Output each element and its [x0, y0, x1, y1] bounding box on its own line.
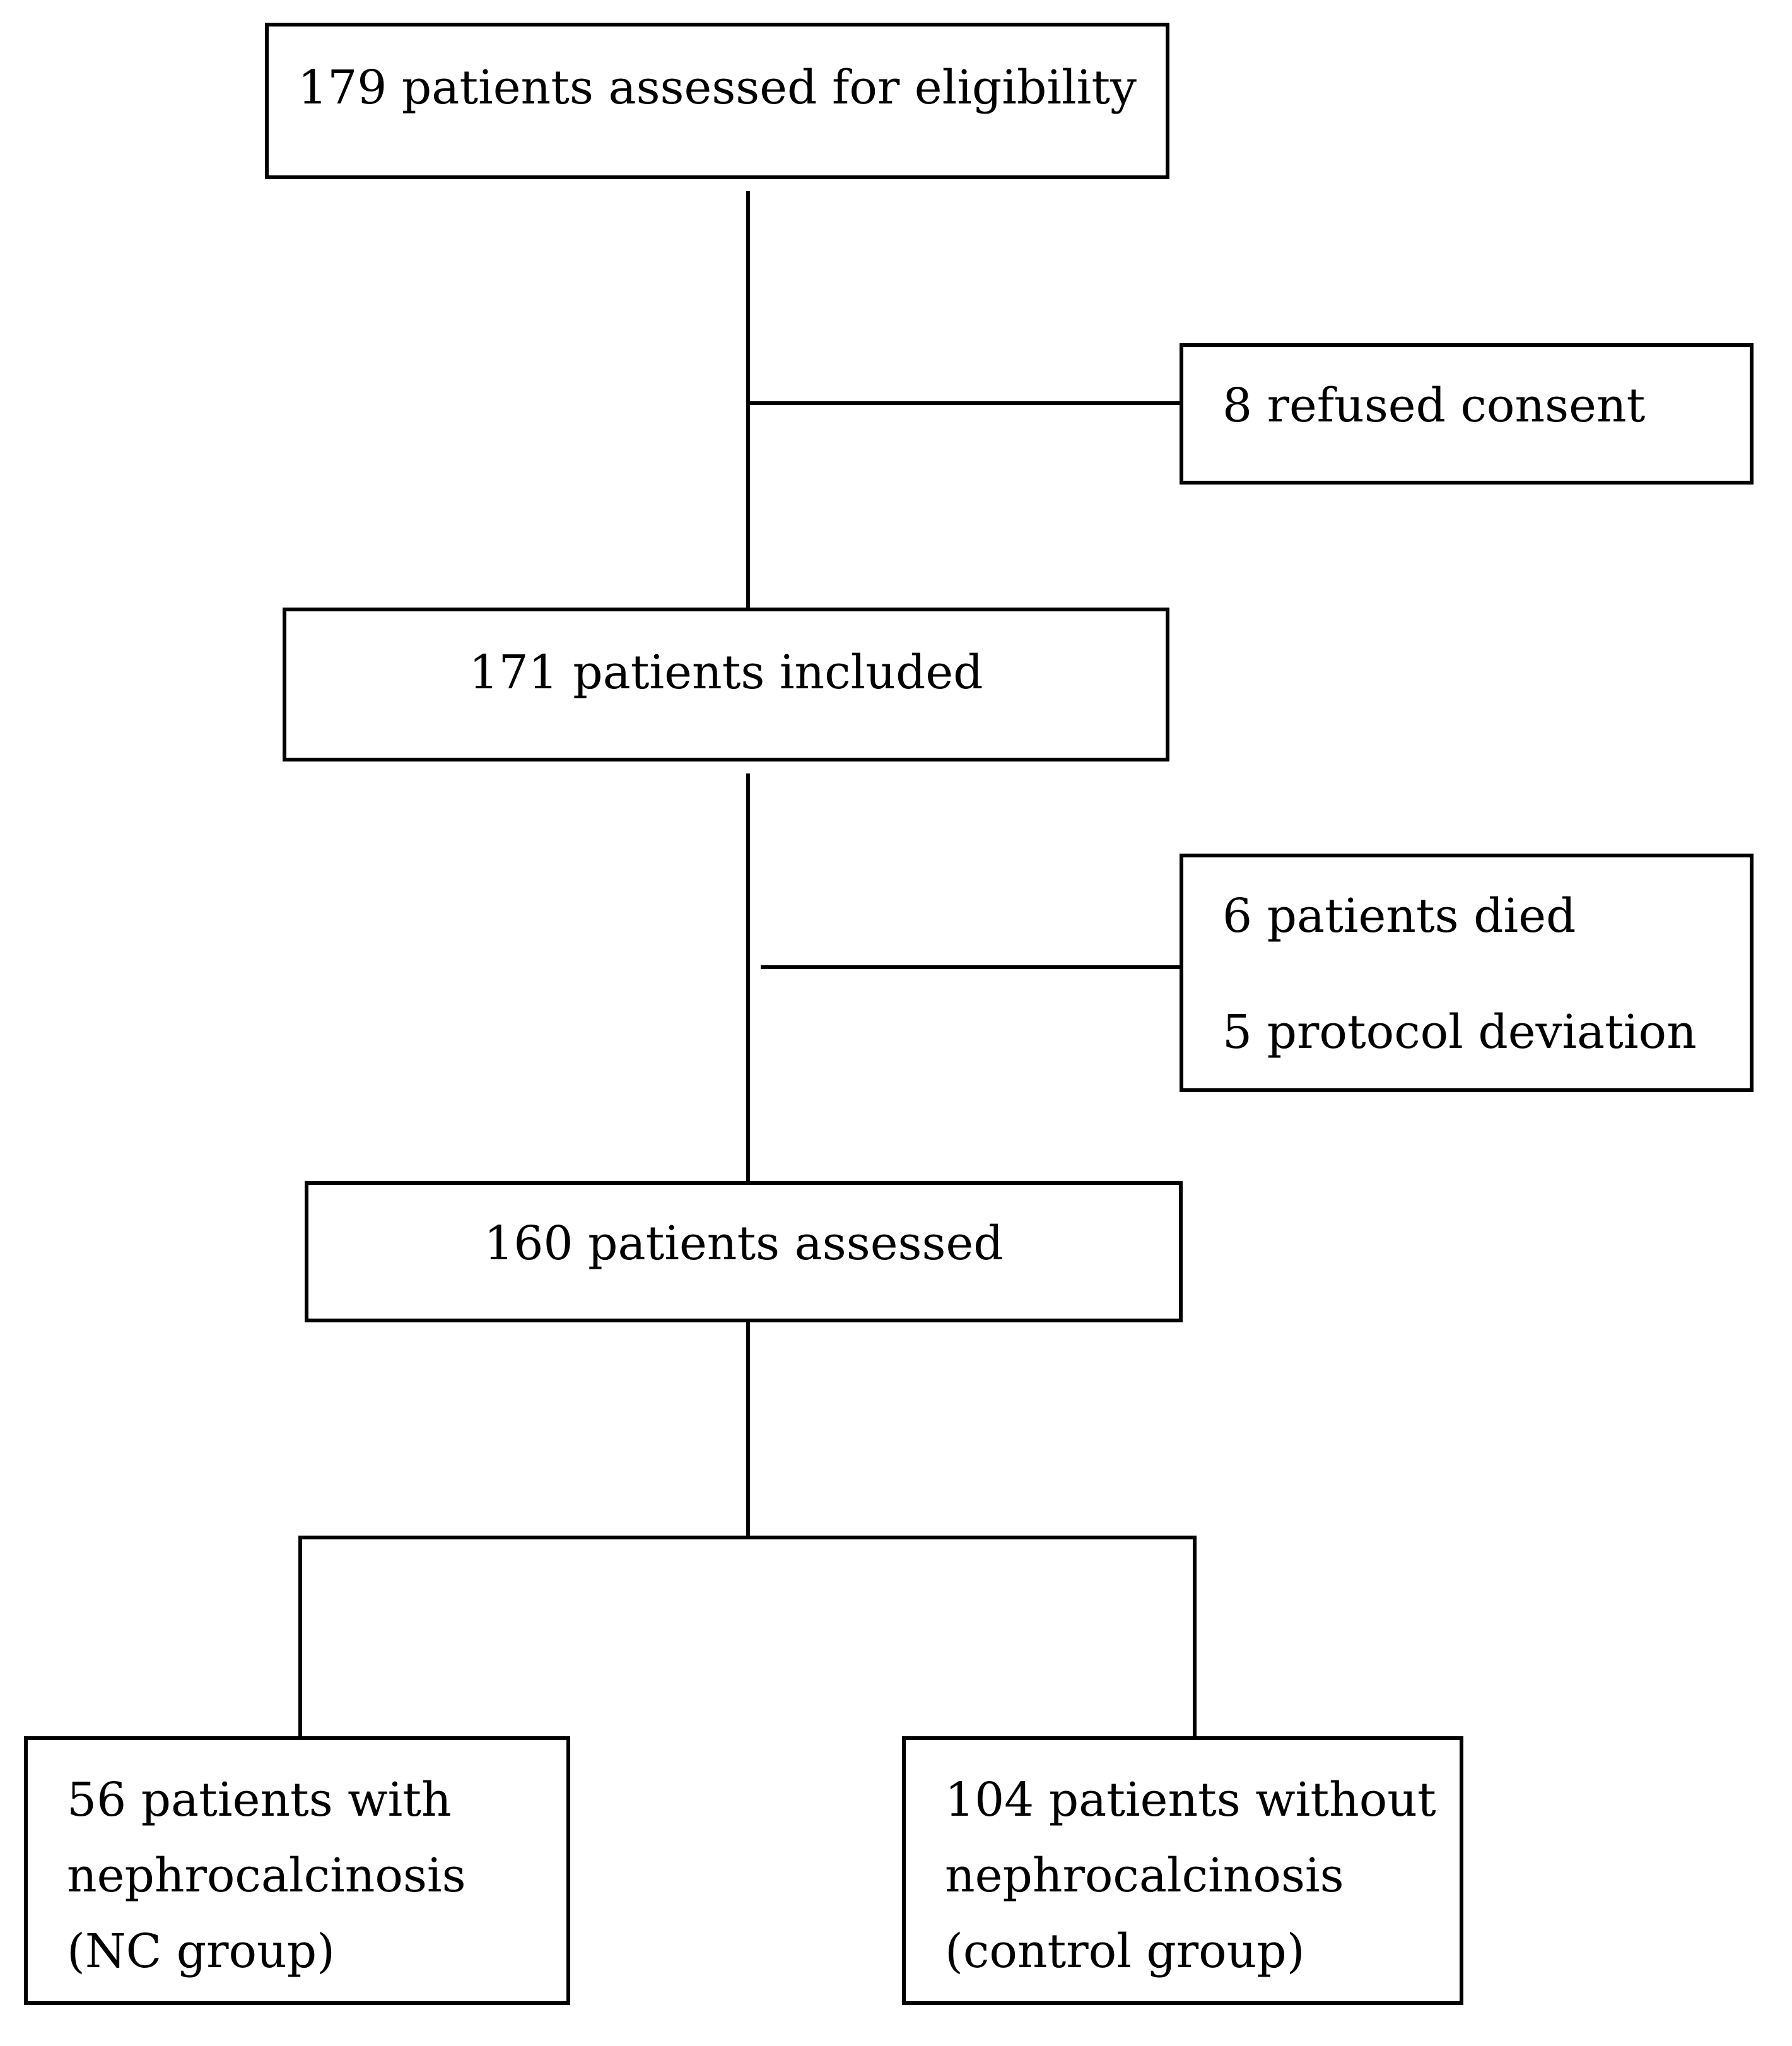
eligibility-text: 179 patients assessed for eligibility	[298, 61, 1137, 115]
eligibility-box: 179 patients assessed for eligibility	[265, 23, 1169, 179]
included-text: 171 patients included	[469, 645, 983, 700]
excluded-died-text: 6 patients died	[1222, 889, 1576, 943]
control-group-box: 104 patients without nephrocalcinosis (c…	[902, 1736, 1463, 2005]
connector-to-excluded	[761, 965, 1180, 969]
assessed-text: 160 patients assessed	[484, 1216, 1004, 1271]
connector-split-horizontal	[298, 1536, 1197, 1539]
refused-box: 8 refused consent	[1180, 343, 1754, 485]
connector-to-nc-group	[298, 1536, 302, 1737]
control-group-line1: 104 patients without	[945, 1773, 1436, 1827]
connector-to-control-group	[1193, 1536, 1197, 1737]
nc-group-box: 56 patients with nephrocalcinosis (NC gr…	[24, 1736, 570, 2005]
nc-group-line3: (NC group)	[67, 1924, 335, 1978]
connector-included-to-assessed	[746, 773, 750, 1181]
assessed-box: 160 patients assessed	[305, 1181, 1183, 1322]
control-group-line2: nephrocalcinosis	[945, 1849, 1344, 1903]
connector-to-refused	[748, 401, 1180, 405]
control-group-line3: (control group)	[945, 1924, 1305, 1978]
excluded-deviation-text: 5 protocol deviation	[1222, 1005, 1697, 1059]
nc-group-line2: nephrocalcinosis	[67, 1849, 466, 1903]
connector-assessed-down	[746, 1322, 750, 1537]
refused-text: 8 refused consent	[1222, 379, 1646, 433]
connector-eligibility-to-included	[746, 191, 750, 608]
nc-group-line1: 56 patients with	[67, 1773, 452, 1827]
included-box: 171 patients included	[283, 608, 1169, 761]
excluded-box: 6 patients died 5 protocol deviation	[1180, 854, 1754, 1092]
